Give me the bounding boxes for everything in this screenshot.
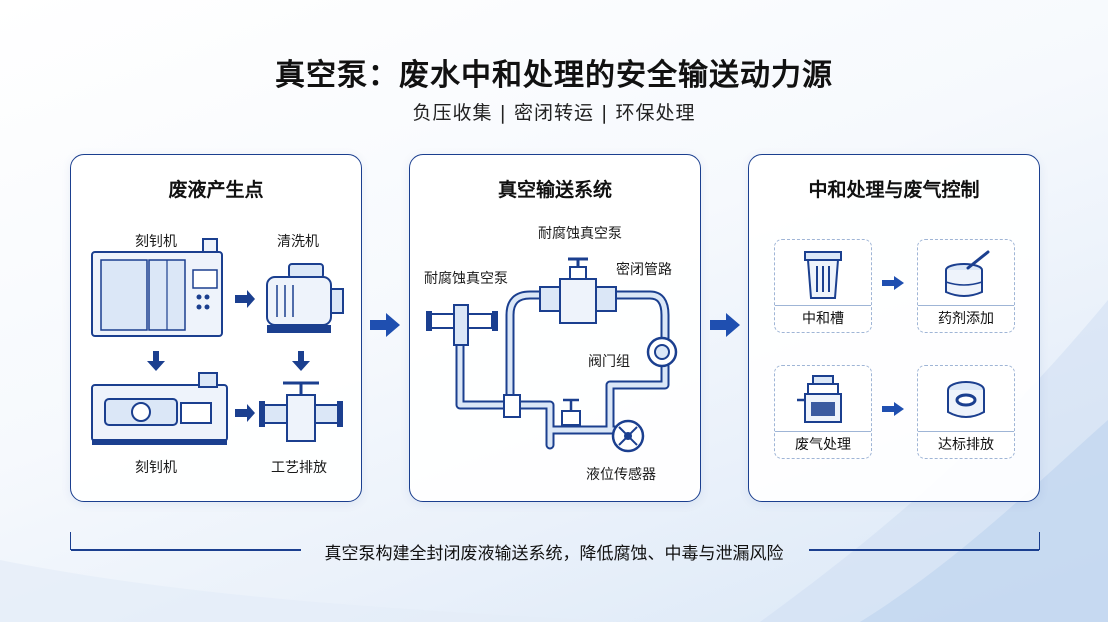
- panel-title-neutralization: 中和处理与废气控制: [808, 179, 980, 201]
- card-chemical-dosing: 药剂添加: [917, 239, 1015, 333]
- washer-motor-icon: [266, 263, 344, 333]
- panel-title-vacuum-transfer: 真空输送系统: [497, 179, 612, 201]
- label-vacuum-pump-left: 耐腐蚀真空泵: [424, 271, 508, 287]
- label-etching-machine-bottom: 刻钊机: [135, 460, 177, 476]
- arrow-right-icon: [882, 402, 904, 416]
- flow-arrow-1: [370, 313, 400, 337]
- vacuum-transfer-illustration: [426, 257, 678, 453]
- label-vacuum-pump-top: 耐腐蚀真空泵: [538, 226, 622, 242]
- arrow-down-icon: [147, 351, 165, 371]
- discharge-icon: [947, 381, 985, 418]
- footer-bracket: [70, 532, 1040, 551]
- panel-neutralization: 中和处理与废气控制 中和槽 药剂添加 废气: [748, 154, 1040, 502]
- vacuum-pump-icon: [539, 257, 617, 324]
- label-level-sensor: 液位传感器: [586, 467, 656, 483]
- card-waste-gas: 废气处理: [774, 365, 872, 459]
- gas-scrubber-icon: [797, 375, 842, 423]
- label-valve-group: 阀门组: [588, 354, 630, 370]
- process-discharge-icon: [259, 381, 343, 442]
- arrow-right-icon: [235, 404, 255, 422]
- tank-icon: [804, 251, 842, 299]
- waste-sources-illustration: [91, 238, 344, 445]
- etching-machine-icon: [91, 238, 223, 337]
- panel-title-waste-sources: 废液产生点: [168, 179, 264, 201]
- label-sealed-pipeline: 密闭管路: [616, 262, 672, 278]
- panel-waste-sources: 废液产生点: [70, 154, 362, 502]
- flow-arrow-2: [710, 313, 740, 337]
- arrow-right-icon: [235, 290, 255, 308]
- valve-icon: [646, 336, 678, 368]
- card-label-compliant-discharge: 达标排放: [918, 431, 1014, 458]
- level-sensor-icon: [611, 419, 645, 453]
- arrow-down-icon: [292, 351, 310, 371]
- label-washer: 清洗机: [277, 234, 319, 250]
- label-process-discharge: 工艺排放: [271, 460, 327, 476]
- page-subtitle: 负压收集 | 密闭转运 | 环保处理: [412, 102, 696, 124]
- arrow-right-icon: [882, 276, 904, 290]
- card-neutralization-tank: 中和槽: [774, 239, 872, 333]
- chemical-dosing-icon: [945, 250, 990, 297]
- card-compliant-discharge: 达标排放: [917, 365, 1015, 459]
- footer-summary: 真空泵构建全封闭废液输送系统，降低腐蚀、中毒与泄漏风险: [324, 544, 784, 564]
- card-label-waste-gas: 废气处理: [775, 431, 871, 458]
- valve-icon: [503, 394, 581, 426]
- vacuum-pump-icon: [426, 304, 498, 346]
- pump-unit-icon: [91, 372, 228, 445]
- label-etching-machine-top: 刻钊机: [135, 234, 177, 250]
- page-title: 真空泵：废水中和处理的安全输送动力源: [275, 58, 833, 93]
- card-label-neutralization-tank: 中和槽: [775, 305, 871, 332]
- card-label-chemical-dosing: 药剂添加: [918, 305, 1014, 332]
- panel-vacuum-transfer: 真空输送系统: [409, 154, 701, 502]
